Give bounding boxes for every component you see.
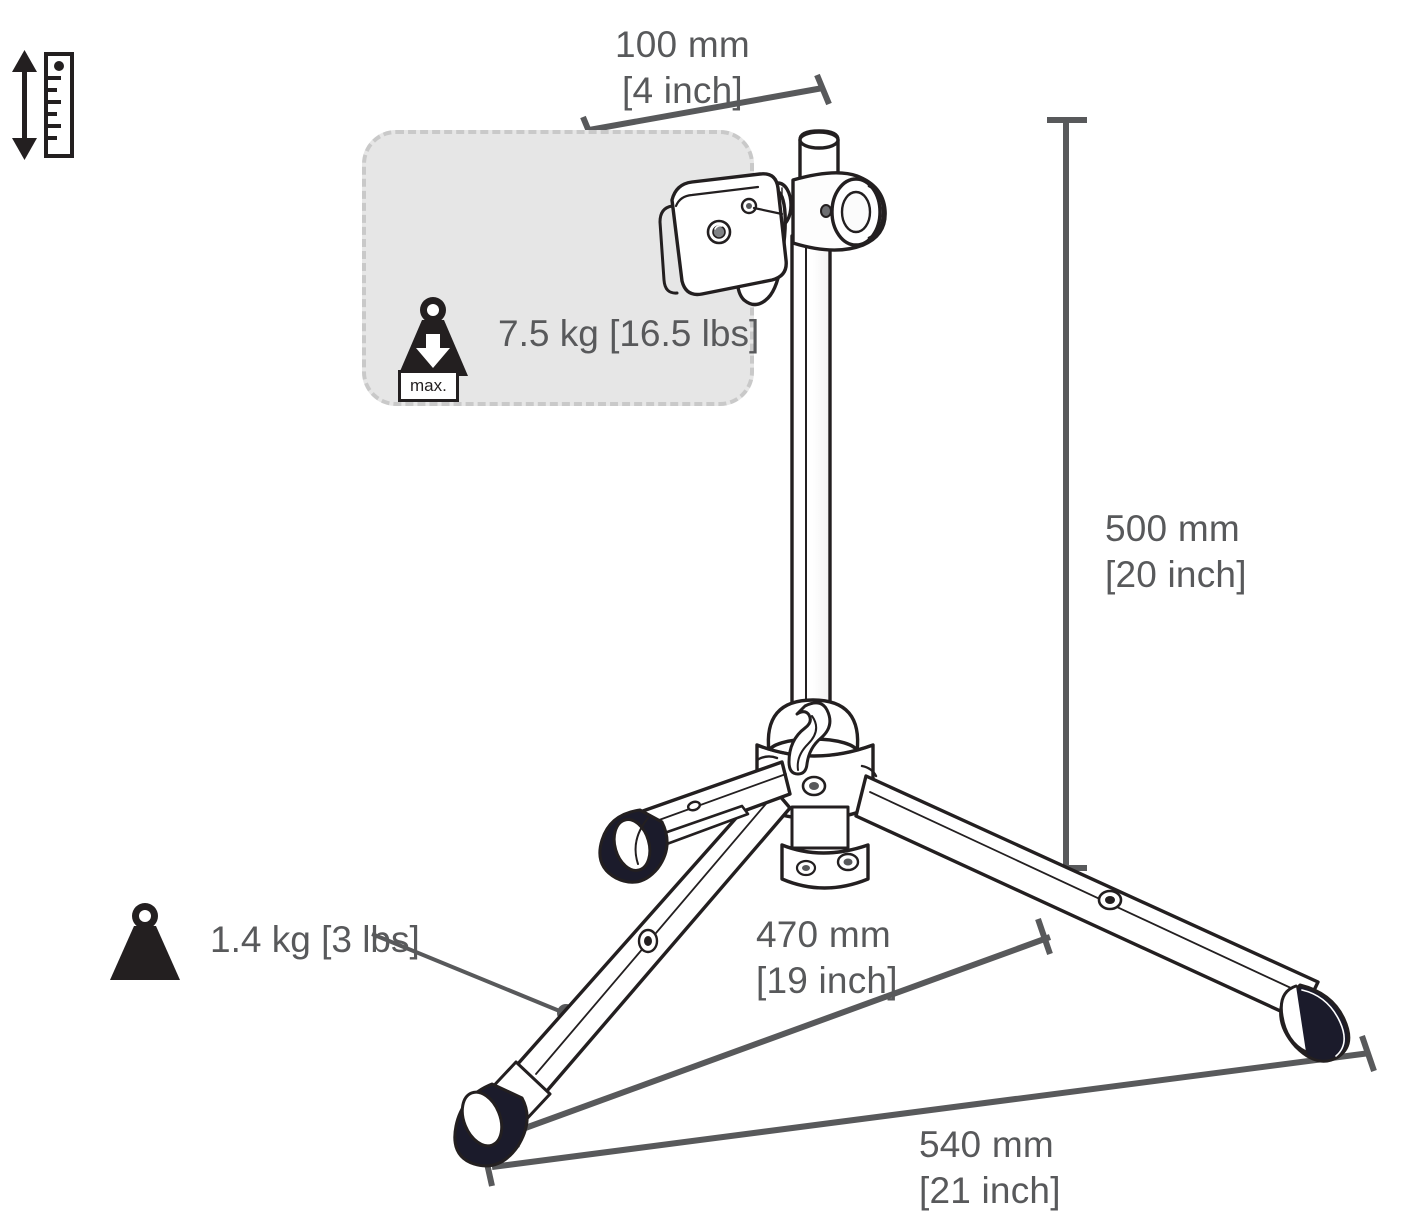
weight-icon — [110, 903, 180, 980]
center-column — [790, 234, 832, 718]
tripod-leg-rear-left — [598, 760, 792, 884]
dimension-imperial: [4 inch] — [621, 70, 743, 111]
dimension-metric: 500 mm — [1105, 508, 1240, 549]
leader-line-product-weight — [371, 932, 563, 1014]
product-weight-group: 1.4 kg [3 lbs] — [104, 902, 420, 984]
product-weight-imperial: [3 lbs] — [321, 919, 420, 960]
product-weight-metric: 1.4 kg — [210, 919, 311, 960]
tripod-leg-right — [854, 774, 1351, 1063]
max-load-weight-icon — [398, 297, 468, 376]
hub-leg-sockets — [755, 755, 878, 778]
max-load-icon-wrap: max. — [392, 296, 474, 402]
dimension-label-leg-span-inner: 470 mm [19 inch] — [756, 912, 898, 1004]
product-weight-icon-wrap — [104, 902, 186, 984]
ruler-arrow-icon — [12, 50, 74, 160]
dimension-label-height: 500 mm [20 inch] — [1105, 506, 1247, 598]
max-load-text: 7.5 kg [16.5 lbs] — [498, 311, 759, 365]
dimension-metric: 470 mm — [756, 914, 891, 955]
dimension-imperial: [19 inch] — [756, 960, 898, 1001]
dimensions-icon-wrap — [6, 50, 78, 160]
tablet-holder — [658, 172, 788, 307]
dimension-metric: 100 mm — [615, 24, 750, 65]
max-load-metric: 7.5 kg — [498, 313, 599, 354]
max-load-imperial: [16.5 lbs] — [609, 313, 760, 354]
dimension-label-leg-span-outer: 540 mm [21 inch] — [919, 1122, 1061, 1214]
max-load-tag: max. — [398, 370, 459, 402]
dimension-metric: 540 mm — [919, 1124, 1054, 1165]
swivel-joint — [791, 171, 887, 252]
dimension-label-head-offset: 100 mm [4 inch] — [615, 22, 750, 114]
lower-clamp — [780, 805, 870, 890]
product-weight-text: 1.4 kg [3 lbs] — [210, 917, 420, 969]
max-load-group: max. 7.5 kg [16.5 lbs] — [392, 296, 759, 402]
tripod-leg-front-left — [453, 780, 792, 1168]
dimension-imperial: [20 inch] — [1105, 554, 1247, 595]
dimension-imperial: [21 inch] — [919, 1170, 1061, 1211]
